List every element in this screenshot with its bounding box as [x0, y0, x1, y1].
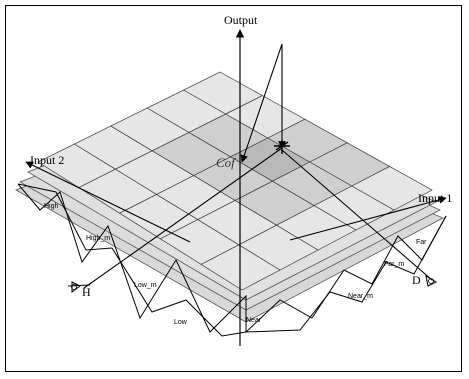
input1-axis	[289, 196, 447, 241]
surface-grid	[37, 71, 433, 291]
mf-label-far: Far	[416, 239, 427, 246]
mf-curve-input1-b	[245, 215, 447, 333]
mf-label-high: High	[44, 203, 59, 210]
membership-functions-input1	[245, 215, 447, 333]
cof-pointers	[240, 43, 290, 163]
surface-tile	[351, 166, 433, 211]
output-label: Output	[224, 13, 258, 27]
mf-curve-input2	[17, 183, 247, 333]
d-input-line	[281, 149, 433, 281]
mf-curve-input2-b	[17, 183, 247, 337]
cof-label: Cof	[216, 155, 237, 170]
mf-label-low: Low	[174, 319, 188, 326]
input2-axis	[25, 161, 191, 243]
mf-label-near-m: Near_m	[348, 293, 373, 300]
frame-border	[5, 5, 462, 372]
mf-label-far-m: Far_m	[384, 261, 404, 268]
pointer-diagonal	[240, 43, 283, 163]
d-marker-icon	[425, 274, 438, 287]
mf-curve-input1	[245, 215, 447, 333]
cof-point-marker	[274, 140, 290, 154]
d-label: D	[412, 273, 421, 287]
axes	[25, 29, 447, 346]
mf-label-low-m: Low_m	[134, 282, 157, 289]
input1-label: Input 1	[418, 191, 452, 205]
mf-label-near: Near	[246, 317, 262, 324]
membership-functions-input2	[17, 183, 247, 337]
h-input-line	[83, 147, 283, 289]
input2-label: Input 2	[30, 153, 64, 167]
h-label: H	[82, 285, 91, 299]
mf-label-high-m: High_m	[86, 235, 110, 242]
h-marker-icon	[71, 281, 81, 293]
